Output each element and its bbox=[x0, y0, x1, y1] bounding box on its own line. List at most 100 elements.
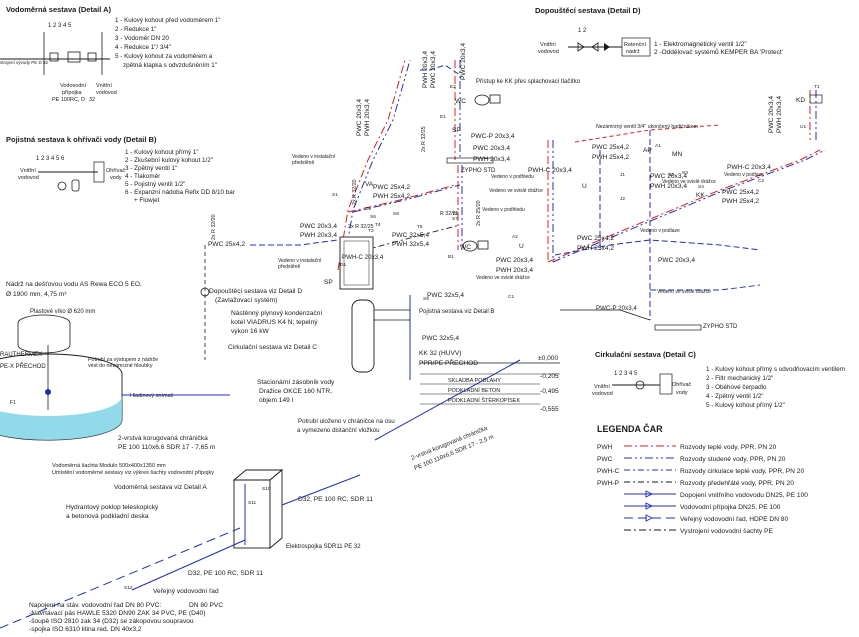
boiler-chranicka-1: Potrubí uloženo v chráničce na osu bbox=[298, 418, 395, 425]
detail-c: Cirkulační sestava (Detail C) 1 2 3 4 5 … bbox=[592, 350, 845, 409]
label-pwh-203-d: PWH 20x3,4 bbox=[776, 96, 783, 133]
run-pwc-203-right bbox=[554, 239, 761, 256]
detail-b-expansion-vessel-icon bbox=[71, 179, 80, 192]
tank-title-1: Nádrž na dešťovou vodu AS Rewa ECO 5 EO, bbox=[6, 281, 142, 288]
floor-layer-1: SKLADBA PODLAHY bbox=[448, 378, 501, 384]
detail-d-connector-icon bbox=[200, 287, 210, 297]
label-pwc-254-c: PWC 25x4,2 bbox=[577, 235, 614, 242]
label-ved-podhled-1: Vedeno v podhledu bbox=[491, 174, 534, 180]
detail-b: Pojistná sestava k ohřívači vody (Detail… bbox=[6, 135, 235, 204]
shaft-s11: S11 bbox=[248, 500, 257, 506]
detail-b-item-2: 2 - Zkušební kulový kohout 1/2" bbox=[125, 157, 213, 164]
detail-b-item-7: + Flowjet bbox=[134, 197, 160, 204]
tank-water bbox=[0, 396, 122, 440]
legend-text: Vodovodní přípojka DN25, PE 100 bbox=[680, 504, 781, 511]
floor-layer-3: PODKLADNÍ ŠTĚRKOPÍSEK bbox=[448, 396, 520, 404]
detail-d-item-1: 1 - Elektromagnetický ventil 1/2" bbox=[654, 41, 747, 48]
label-pwc-203-i: PWC 20x3,4 bbox=[300, 223, 337, 230]
detail-a-water-meter bbox=[67, 51, 81, 63]
shaft-title-1: Vodoměrná šachta Modulo 500x400x1350 mm bbox=[52, 463, 166, 469]
tank-outlet-1: Potrubí za výstupem z nádrže bbox=[88, 357, 158, 363]
label-pwh-203-b: PWH 20x3,4 bbox=[422, 51, 429, 88]
tag-s2: S2 bbox=[668, 172, 674, 178]
shaft-connect-3: -šoupě ISO 2810 zak 34 (D32) se zákopovo… bbox=[29, 618, 194, 625]
legend-row: Vodovodní přípojka DN25, PE 100 bbox=[624, 502, 781, 511]
floor-section: ±0,000 -0,205 -0,495 -0,555 SKLADBA PODL… bbox=[420, 355, 560, 413]
label-pwh-203-i: PWH 20x3,4 bbox=[300, 232, 337, 239]
legend-code: PWH-P bbox=[597, 480, 620, 487]
riser-upper-branch bbox=[420, 64, 461, 76]
label-kd: KD bbox=[796, 97, 805, 104]
detail-d-left-1: Vnitřní bbox=[540, 42, 556, 48]
label-pwh-254-c: PWH 25x4,2 bbox=[577, 245, 614, 252]
label-pwhc-203-c: PWH-C 20x3,4 bbox=[342, 254, 384, 261]
boiler-chranicka-2: a vymezeno distanční vložkou bbox=[297, 427, 380, 434]
tag-s3: S3 bbox=[682, 170, 688, 176]
label-pwh-203-a: PWH 20x3,4 bbox=[364, 99, 371, 136]
detail-a-item-1: 1 - Kulový kohout před vodoměrem 1" bbox=[115, 17, 221, 24]
label-pwc-203-g: PWC 20x3,4 bbox=[496, 257, 533, 264]
detail-b-left-1: Vnitřní bbox=[20, 168, 36, 174]
label-pwc-325-b: PWC 32x5,4 bbox=[427, 292, 464, 299]
legend-code: PWC bbox=[597, 456, 613, 463]
detail-d-right-2: nádrž bbox=[626, 49, 640, 55]
kd-fixture bbox=[809, 94, 823, 104]
label-r3220-vert: 2x R 32/20 bbox=[352, 179, 358, 205]
tank-outlet-2: vést do nezámrzné hloubky bbox=[88, 363, 153, 369]
detail-a: Vodoměrná sestava (Detail A) 1 2 3 4 5 s… bbox=[0, 5, 221, 103]
tag-j2: J2 bbox=[620, 196, 625, 202]
shaft-pipe-in bbox=[131, 539, 246, 591]
legend-text: Veřejný vodovodní řad, HDPE DN 80 bbox=[680, 516, 788, 523]
riser-pwc-main bbox=[342, 59, 411, 271]
tag-t1: T1 bbox=[814, 84, 820, 90]
detail-c-heater-box bbox=[659, 373, 673, 395]
label-pwc-203-c: PWC 20x3,4 bbox=[460, 43, 467, 80]
shaft-elektro: Elektrospojka SDR11 PE 32 bbox=[286, 544, 361, 550]
detail-a-pe-label: strojení vývody PE D 32 bbox=[0, 60, 49, 65]
label-r2520-vert: 2x R 25/20 bbox=[476, 200, 482, 226]
detail-b-item-3: 3 - Zpětný ventil 1" bbox=[125, 165, 177, 172]
boiler-kotel-1: Nástěnný plynový kondenzační bbox=[231, 310, 322, 317]
detail-d-numbers: 1 2 bbox=[578, 28, 587, 34]
shaft-box bbox=[233, 479, 271, 549]
label-r3220: R 32/20 bbox=[440, 211, 459, 217]
boiler-zas-3: objem 149 l bbox=[259, 397, 294, 404]
detail-c-left-2: vodovod bbox=[592, 391, 613, 397]
legend-row: Dopojení vnitřního vodovodu DN25, PE 100 bbox=[624, 490, 808, 499]
detail-b-item-4: 4 - Tlakoměr bbox=[125, 173, 160, 180]
boiler-zas-2: Dražice OKCE 160 NTR, bbox=[259, 388, 332, 395]
floor-level-3: -0,555 bbox=[540, 406, 559, 413]
label-kk: KK bbox=[696, 192, 705, 199]
label-ved-drazka-4: Vedeno ve svislé drážce bbox=[657, 289, 711, 295]
water-meter-shaft: Vodoměrná šachta Modulo 500x400x1350 mm … bbox=[0, 463, 373, 633]
label-pwc-203-h: PWC 20x3,4 bbox=[658, 257, 695, 264]
cistern-icon bbox=[477, 240, 489, 250]
tag-e1: E1 bbox=[440, 114, 446, 120]
detail-c-numbers: 1 2 3 4 5 bbox=[614, 371, 638, 377]
zypho-unit-2 bbox=[654, 324, 702, 331]
detail-a-pipe-line-1: Vodovodní bbox=[60, 83, 86, 89]
detail-c-item-4: 4 - Zpětný ventil 1/2" bbox=[706, 393, 764, 400]
tag-c2: C2 bbox=[758, 178, 764, 184]
tag-a1: A1 bbox=[655, 143, 661, 149]
run-pwcp bbox=[560, 309, 651, 321]
tag-e2: E2 bbox=[450, 84, 456, 90]
detail-b-left-2: vodovod bbox=[18, 175, 39, 181]
run-drazka-right bbox=[650, 284, 761, 291]
legend-arrow-icon bbox=[645, 502, 654, 510]
tank-float-icon bbox=[45, 389, 51, 395]
tag-s9: S9 bbox=[423, 296, 429, 302]
detail-b-title: Pojistná sestava k ohřívači vody (Detail… bbox=[6, 135, 157, 144]
tag-t5: T5 bbox=[417, 224, 423, 230]
label-r3225-vert: 2x R 32/25 bbox=[421, 126, 427, 152]
shaft-pipe-2: D32, PE 100 RC, SDR 11 bbox=[188, 570, 263, 577]
label-r3220-tank: 2x R 32/20 bbox=[211, 214, 217, 240]
hose-line-boiler bbox=[374, 359, 521, 441]
label-zypho-1: ZYPHO STD bbox=[461, 168, 496, 174]
detail-a-pipe-line-2: přípojka bbox=[62, 90, 83, 96]
tag-s5: S5 bbox=[365, 206, 371, 212]
detail-d-valve-1b-icon bbox=[591, 42, 599, 52]
